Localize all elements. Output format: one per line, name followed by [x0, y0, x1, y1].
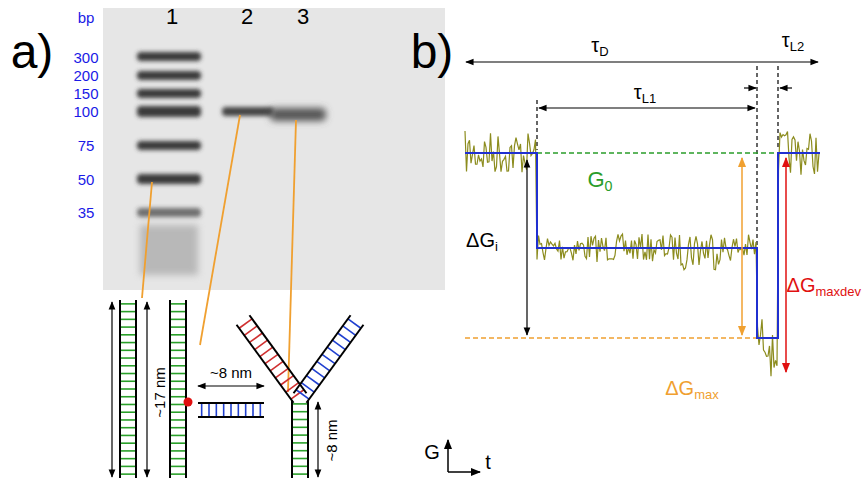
- maxdev-arrow: [785, 158, 787, 372]
- lane-number: 3: [297, 6, 309, 28]
- ladder-size: 50: [78, 172, 95, 187]
- lane-number: 2: [241, 6, 253, 28]
- time-label: τL1: [634, 82, 656, 102]
- ladder-size: 100: [73, 104, 98, 119]
- delta-label: ΔGi: [466, 230, 498, 250]
- axes-glyph: [448, 440, 480, 472]
- axis-label: G: [424, 442, 440, 462]
- ladder-lane: [137, 52, 201, 217]
- time-label: τL2: [782, 30, 804, 50]
- ladder-size: 35: [78, 205, 95, 220]
- ladder-size: 75: [78, 138, 95, 153]
- level-label: G0: [587, 169, 612, 191]
- step-fit: [465, 153, 820, 338]
- axis-label: t: [485, 452, 491, 472]
- panel-label: a): [11, 28, 54, 76]
- delta-label: ΔGmax: [665, 378, 718, 398]
- time-label: τD: [591, 35, 608, 55]
- dimension-arrow: [112, 302, 318, 477]
- ladder-smear: [140, 225, 198, 275]
- axis-unit: bp: [78, 10, 95, 25]
- time-arrow: [466, 62, 818, 335]
- dimension-label: ~8 nm: [210, 365, 252, 380]
- lane-number: 1: [166, 6, 178, 28]
- lane-2-band: [222, 107, 274, 116]
- pointer-line: [142, 115, 296, 392]
- dashed-marker: [537, 66, 778, 335]
- delta-label: ΔGmaxdev: [787, 275, 861, 295]
- max-line: [465, 337, 757, 339]
- dimension-label: ~8 nm: [323, 419, 338, 461]
- lane-3-band: [270, 108, 326, 121]
- ladder-size: 150: [73, 86, 98, 101]
- max-arrow: [741, 158, 743, 335]
- signal-trace: [465, 131, 819, 376]
- ladder-size: 200: [73, 68, 98, 83]
- gel-image: [103, 8, 445, 290]
- ladder-size: 300: [73, 50, 98, 65]
- dna-schematics: [120, 300, 363, 478]
- dimension-label: ~17 nm: [151, 367, 166, 417]
- panel-label: b): [411, 28, 454, 76]
